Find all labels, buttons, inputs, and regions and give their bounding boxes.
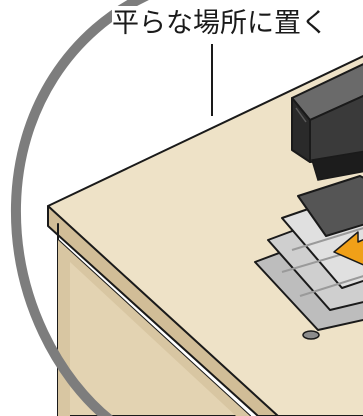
- tray-foot: [303, 331, 319, 339]
- placement-caption: 平らな場所に置く: [112, 6, 322, 42]
